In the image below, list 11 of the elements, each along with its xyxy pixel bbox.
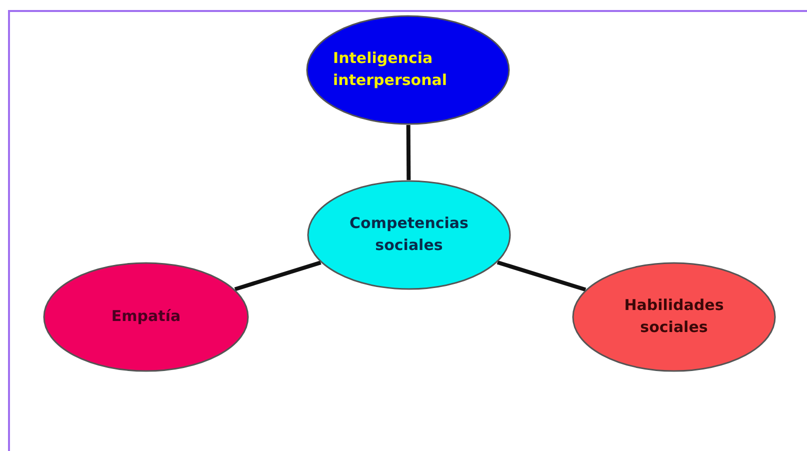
connector-line xyxy=(234,260,322,292)
topic-ellipse xyxy=(43,262,249,372)
topic-ellipse xyxy=(307,180,511,290)
topic-label: Competencias sociales xyxy=(348,213,470,256)
topic-label: Habilidades sociales xyxy=(623,295,725,338)
topic-label: Empatía xyxy=(111,306,181,328)
connector-line xyxy=(406,125,411,180)
topic-ellipse xyxy=(572,262,776,372)
connector-line xyxy=(496,260,586,292)
topic-label: Inteligencia interpersonal xyxy=(333,48,448,91)
topic-ellipse xyxy=(306,15,510,125)
